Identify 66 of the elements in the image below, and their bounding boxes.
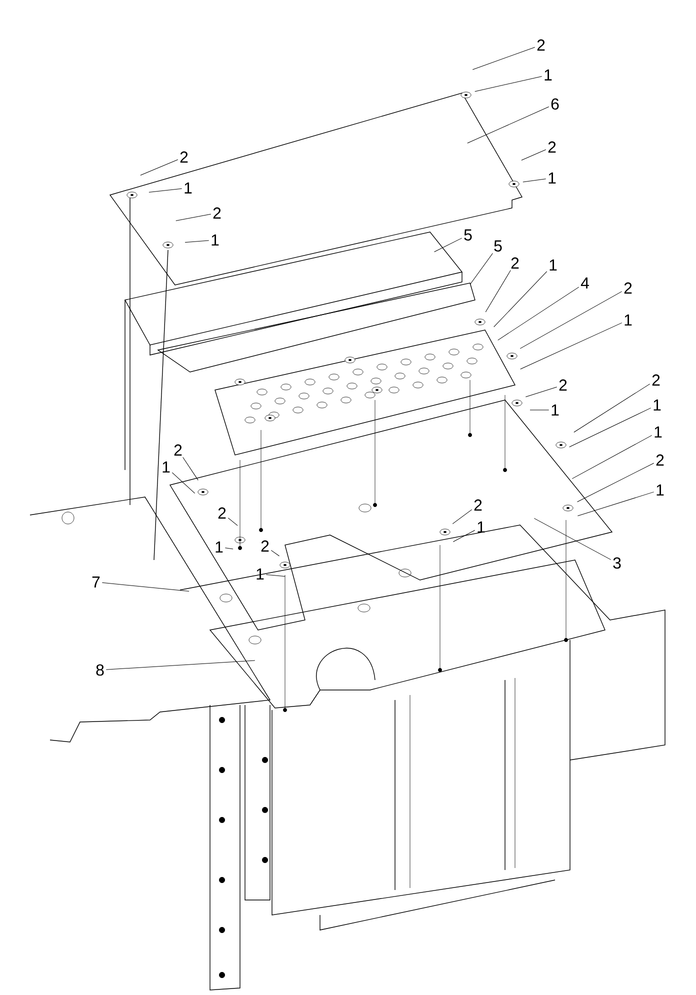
- callout-number: 7: [92, 576, 100, 588]
- leader-line: [172, 472, 196, 494]
- callout-number: 2: [537, 39, 545, 51]
- callout-number: 2: [656, 454, 664, 466]
- leader-line: [452, 509, 472, 524]
- leader-line: [572, 435, 652, 479]
- leader-line: [577, 462, 654, 502]
- leader-line: [569, 408, 652, 448]
- leader-line: [485, 270, 511, 312]
- callout-number: 4: [580, 278, 589, 288]
- leader-line: [270, 550, 280, 556]
- callout-number: 1: [212, 234, 219, 246]
- callout-number: 3: [613, 557, 621, 569]
- leader-line: [176, 214, 212, 221]
- callout-number: 2: [218, 507, 226, 519]
- leader-line: [521, 149, 546, 160]
- leader-line: [228, 518, 238, 526]
- callout-number: 1: [162, 462, 170, 472]
- callout-number: 6: [551, 98, 559, 110]
- callout-number: 2: [559, 379, 567, 391]
- leader-line: [106, 660, 256, 670]
- callout-number: 1: [550, 260, 557, 270]
- leader-line: [534, 518, 612, 560]
- callout-number: 5: [464, 229, 472, 241]
- leader-line: [474, 76, 542, 92]
- callout-number: 2: [548, 141, 556, 153]
- callout-number: 2: [180, 151, 188, 163]
- leader-line: [467, 106, 550, 144]
- callout-number: 2: [261, 540, 269, 552]
- leader-line: [472, 46, 536, 70]
- leader-line: [102, 582, 190, 592]
- callout-number: 8: [96, 664, 104, 676]
- leader-line: [520, 291, 622, 349]
- callout-number: 2: [624, 282, 632, 294]
- leader-line: [266, 574, 286, 577]
- leader-line: [470, 253, 493, 285]
- callout-number: 1: [216, 542, 223, 552]
- leader-line: [148, 188, 182, 192]
- callout-number: 1: [544, 70, 552, 80]
- leader-line: [140, 159, 178, 176]
- leader-line: [525, 386, 558, 398]
- leader-line: [577, 492, 654, 516]
- callout-number: 5: [494, 240, 502, 252]
- leader-line: [498, 286, 580, 340]
- leader-line: [494, 271, 548, 328]
- leader-line: [520, 322, 622, 370]
- leader-line: [452, 530, 476, 542]
- callout-number: 1: [654, 426, 662, 438]
- callout-number: 2: [174, 444, 182, 456]
- callout-number: 2: [511, 257, 519, 269]
- leader-line: [574, 384, 650, 432]
- callout-number: 1: [654, 400, 661, 410]
- leader-line: [184, 240, 210, 243]
- callout-number: 2: [213, 207, 221, 219]
- leader-line: [434, 238, 462, 252]
- callout-number: 1: [552, 404, 559, 416]
- leader-line: [522, 178, 546, 182]
- callout-number: 1: [624, 314, 632, 326]
- callout-number: 1: [184, 182, 192, 194]
- callout-number: 2: [474, 499, 482, 511]
- callout-number: 1: [478, 522, 485, 532]
- callout-number: 1: [548, 172, 556, 184]
- callout-number: 2: [652, 374, 660, 386]
- leader-line: [182, 457, 198, 480]
- callout-number: 1: [656, 484, 664, 496]
- leader-line: [224, 548, 234, 550]
